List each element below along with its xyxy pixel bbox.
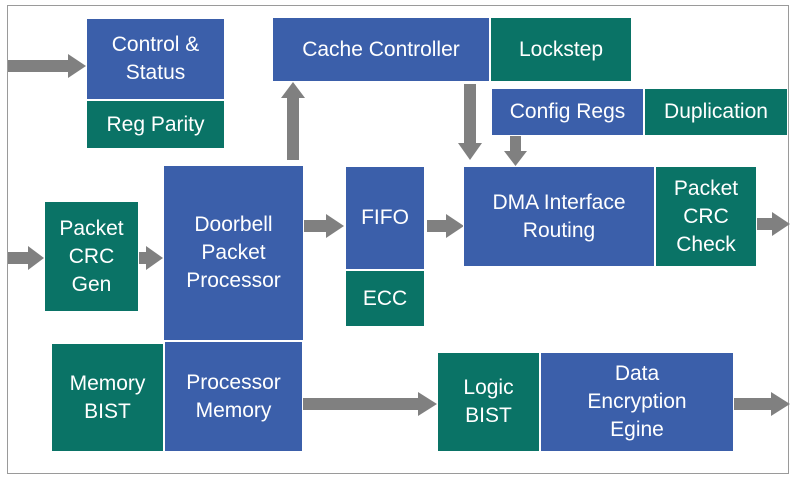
doorbell-packet-processor-block: Doorbell Packet Processor	[163, 165, 304, 341]
processor-memory-block: Processor Memory	[164, 341, 303, 452]
arrow-doorbell-cache	[281, 82, 305, 160]
arrow-procmem-logicbist	[303, 392, 437, 416]
reg-parity-block: Reg Parity	[86, 100, 225, 149]
control-status-block: Control & Status	[86, 18, 225, 100]
logic-bist-block: Logic BIST	[437, 352, 540, 452]
arrow-input-crc-gen	[8, 246, 44, 270]
config-regs-block: Config Regs	[491, 88, 644, 136]
arrow-input-control	[8, 54, 86, 78]
packet-crc-check-block: Packet CRC Check	[655, 166, 757, 267]
memory-bist-block: Memory BIST	[51, 343, 164, 452]
duplication-block: Duplication	[644, 88, 788, 136]
dma-interface-routing-block: DMA Interface Routing	[463, 166, 655, 267]
ecc-block: ECC	[345, 270, 425, 327]
data-encryption-engine-block: Data Encryption Egine	[540, 352, 734, 452]
packet-crc-gen-block: Packet CRC Gen	[44, 201, 139, 312]
arrow-encryption-output	[734, 392, 790, 416]
diagram-frame	[7, 5, 789, 474]
fifo-block: FIFO	[345, 166, 425, 270]
arrow-crccheck-output	[757, 212, 790, 236]
arrow-doorbell-fifo	[304, 214, 344, 238]
arrow-config-dma	[504, 136, 527, 166]
arrow-crcgen-doorbell	[139, 246, 163, 270]
arrow-cache-dma	[458, 84, 482, 160]
cache-controller-block: Cache Controller	[272, 17, 490, 82]
lockstep-block: Lockstep	[490, 17, 632, 82]
arrow-fifo-dma	[427, 214, 464, 238]
